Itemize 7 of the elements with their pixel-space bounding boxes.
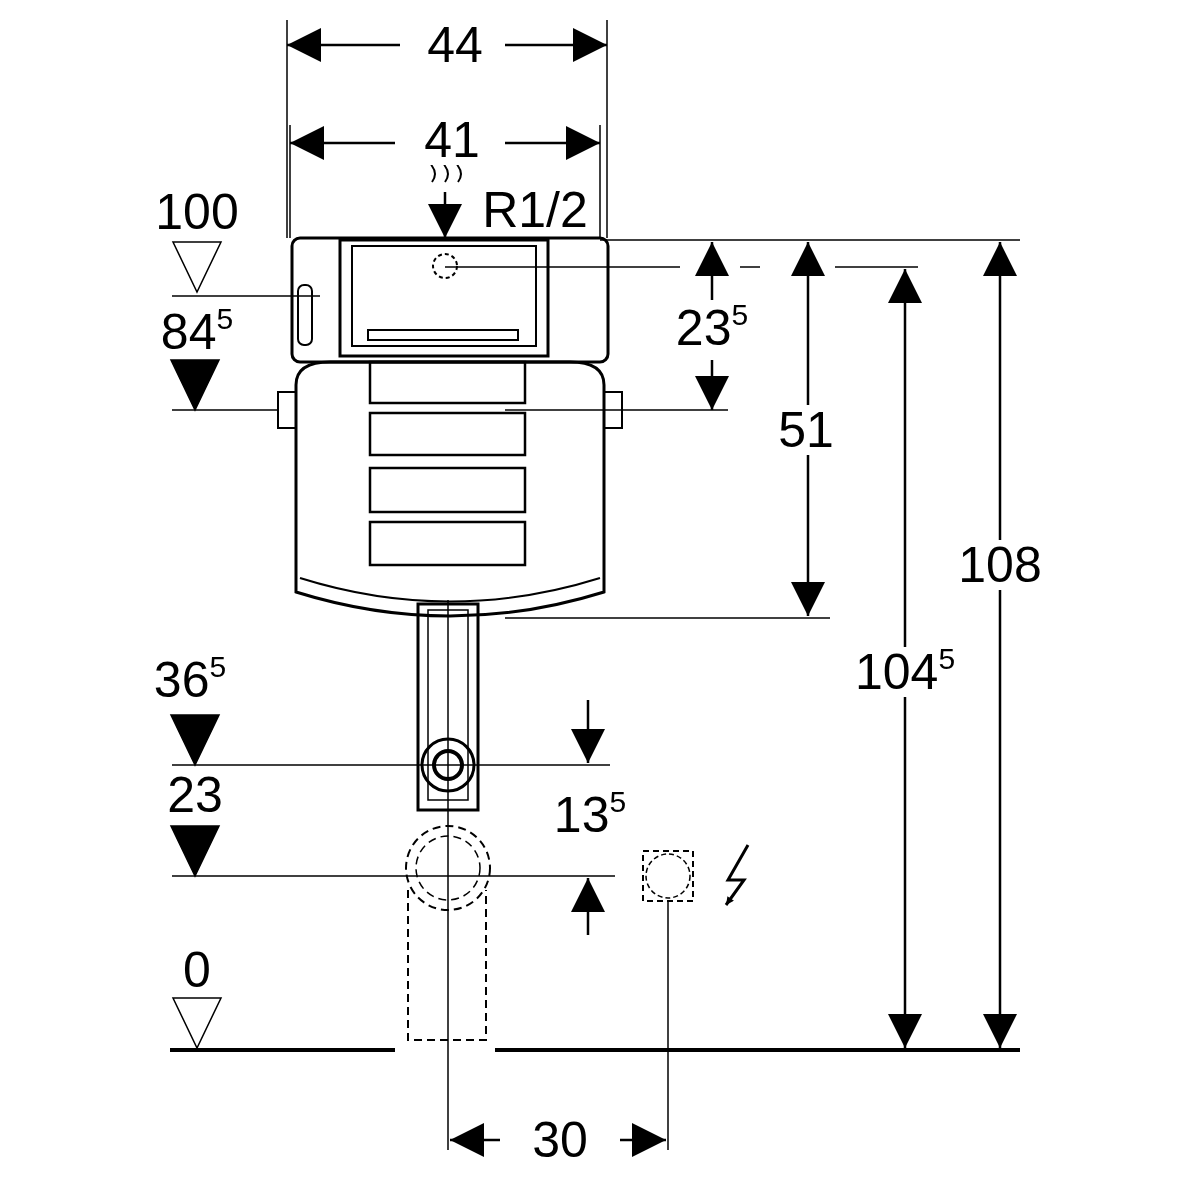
dimension-label: 100 [155, 187, 239, 237]
dimension-label: 36$^{5}$ [153, 655, 227, 705]
dimension-label: R1/2 [482, 185, 588, 235]
dimension-label: 84$^{5}$ [160, 307, 234, 357]
dimension-label: 23 [167, 770, 223, 820]
dimension-label: 0 [183, 945, 211, 995]
dimension-label: 13$^{5}$ [553, 790, 627, 840]
